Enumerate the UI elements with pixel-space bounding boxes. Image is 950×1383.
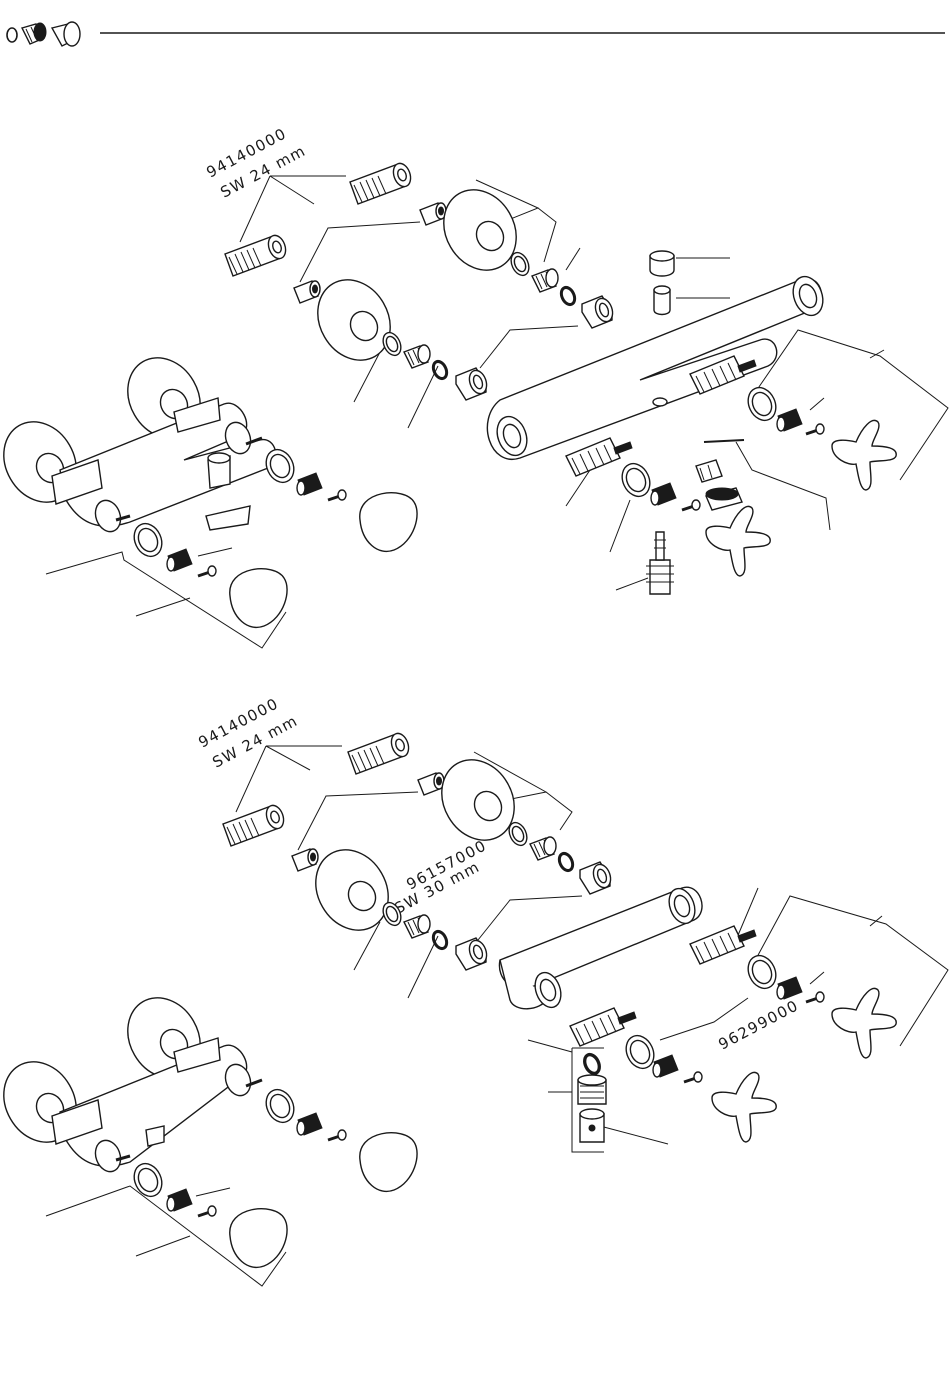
cartridge-part-number: 96299000 — [715, 996, 801, 1053]
diagram-top: 94140000 SW 24 mm — [0, 124, 948, 648]
diagram-bottom: 94140000 SW 24 mm 96157000 SW 30 mm 9629… — [0, 694, 948, 1286]
cartridge-parts-icon — [7, 22, 80, 46]
